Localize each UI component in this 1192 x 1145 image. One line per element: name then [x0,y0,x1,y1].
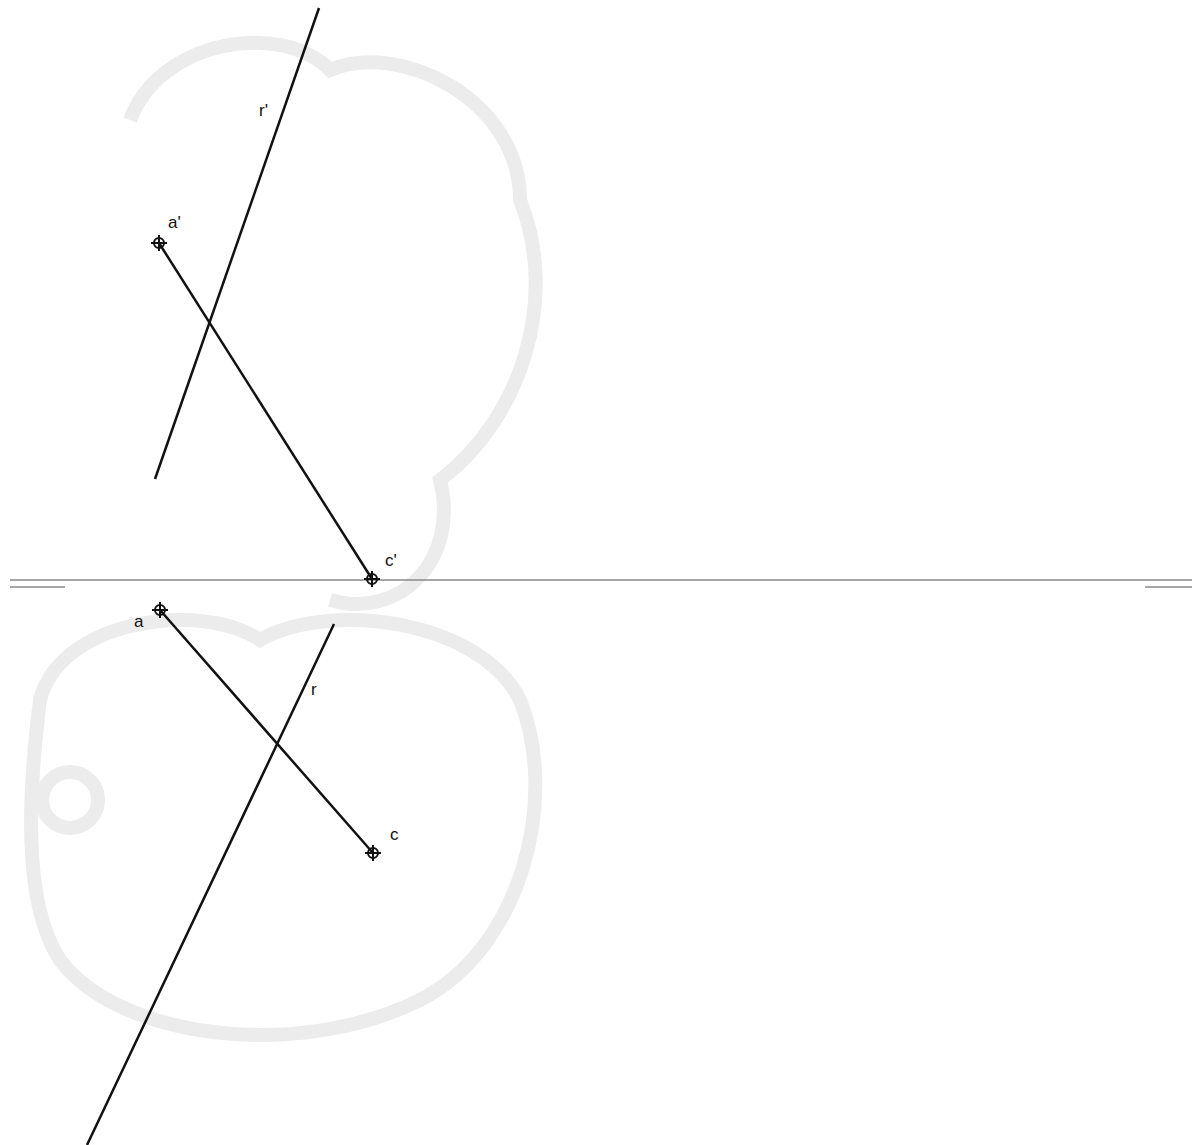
ground-line-mark [10,586,65,588]
point-marker [365,845,381,861]
point-label: c [390,826,399,843]
point-markers [151,235,381,861]
watermark-outline [130,43,536,604]
ground-line [10,579,1192,581]
ground-line-mark [1145,586,1192,588]
watermark [31,43,536,1035]
watermark-outline [31,620,535,1035]
point-marker [152,602,168,618]
projection-lines [87,8,373,1145]
watermark-circle [42,772,98,828]
point-marker [151,235,167,251]
ground-line [10,580,1192,587]
point-label: r' [259,102,268,119]
segment-ac-horizontal [160,610,373,853]
point-label: c' [385,552,397,569]
segment-ac-vertical [159,243,372,579]
line-r-horizontal [87,624,334,1145]
point-label: a' [168,214,181,231]
line-r-vertical [155,8,319,479]
point-label: a [134,613,143,630]
point-marker [364,571,380,587]
point-label: r [311,681,317,698]
